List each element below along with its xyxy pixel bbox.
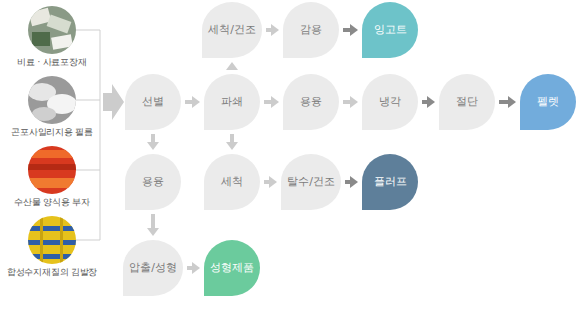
process-node: 압출/성형 xyxy=(123,240,183,296)
process-node: 세척/건조 xyxy=(202,2,262,58)
process-node: 파쇄 xyxy=(204,74,260,130)
process-node: 잉고트 xyxy=(362,2,418,58)
process-node: 용융 xyxy=(125,154,181,210)
node-label: 감용 xyxy=(300,24,322,36)
photo-frames xyxy=(28,216,76,264)
flow-arrow xyxy=(345,176,358,188)
photo-caption: 곤포사일리지용 필름 xyxy=(11,127,93,139)
node-label: 펠렛 xyxy=(537,96,559,108)
node-label: 성형제품 xyxy=(210,262,254,274)
process-node: 감용 xyxy=(283,2,339,58)
flow-arrow xyxy=(343,96,358,108)
node-label: 잉고트 xyxy=(374,24,407,36)
node-label: 탈수/건조 xyxy=(287,176,335,188)
node-label: 압출/성형 xyxy=(129,262,177,274)
process-node: 선별 xyxy=(125,74,181,130)
process-node: 냉각 xyxy=(362,74,418,130)
process-node: 세척 xyxy=(204,154,260,210)
node-label: 선별 xyxy=(142,96,164,108)
flow-arrow xyxy=(264,176,277,188)
flow-arrow xyxy=(226,62,238,70)
photo-caption: 비료 · 사료포장재 xyxy=(17,57,86,69)
process-node: 펠렛 xyxy=(520,74,576,130)
flow-arrow xyxy=(499,96,516,108)
process-node: 성형제품 xyxy=(204,240,260,296)
flow-arrow xyxy=(343,24,358,36)
node-label: 파쇄 xyxy=(221,96,243,108)
input-arrow xyxy=(103,84,124,120)
process-node: 탈수/건조 xyxy=(281,154,341,210)
node-label: 용융 xyxy=(142,176,164,188)
process-node: 절단 xyxy=(439,74,495,130)
photo-film xyxy=(28,76,77,124)
photo-buoys xyxy=(28,146,76,194)
photo-bags xyxy=(28,6,76,54)
node-label: 플러프 xyxy=(374,176,407,188)
flow-arrow xyxy=(147,214,159,236)
photo-caption: 수산물 양식용 부자 xyxy=(14,197,89,209)
process-node: 플러프 xyxy=(362,154,418,210)
node-label: 절단 xyxy=(456,96,478,108)
node-label: 용융 xyxy=(300,96,322,108)
flow-arrow xyxy=(187,262,200,274)
node-label: 세척/건조 xyxy=(208,24,256,36)
flow-arrow xyxy=(185,96,200,108)
flow-arrow xyxy=(422,96,435,108)
photo-caption: 합성수지재질의 김발장 xyxy=(7,267,98,279)
node-label: 냉각 xyxy=(379,96,401,108)
flow-arrow xyxy=(266,24,279,36)
flow-arrow xyxy=(147,134,159,150)
process-node: 용융 xyxy=(283,74,339,130)
flow-arrow xyxy=(264,96,279,108)
node-label: 세척 xyxy=(221,176,243,188)
flow-arrow xyxy=(226,134,238,150)
